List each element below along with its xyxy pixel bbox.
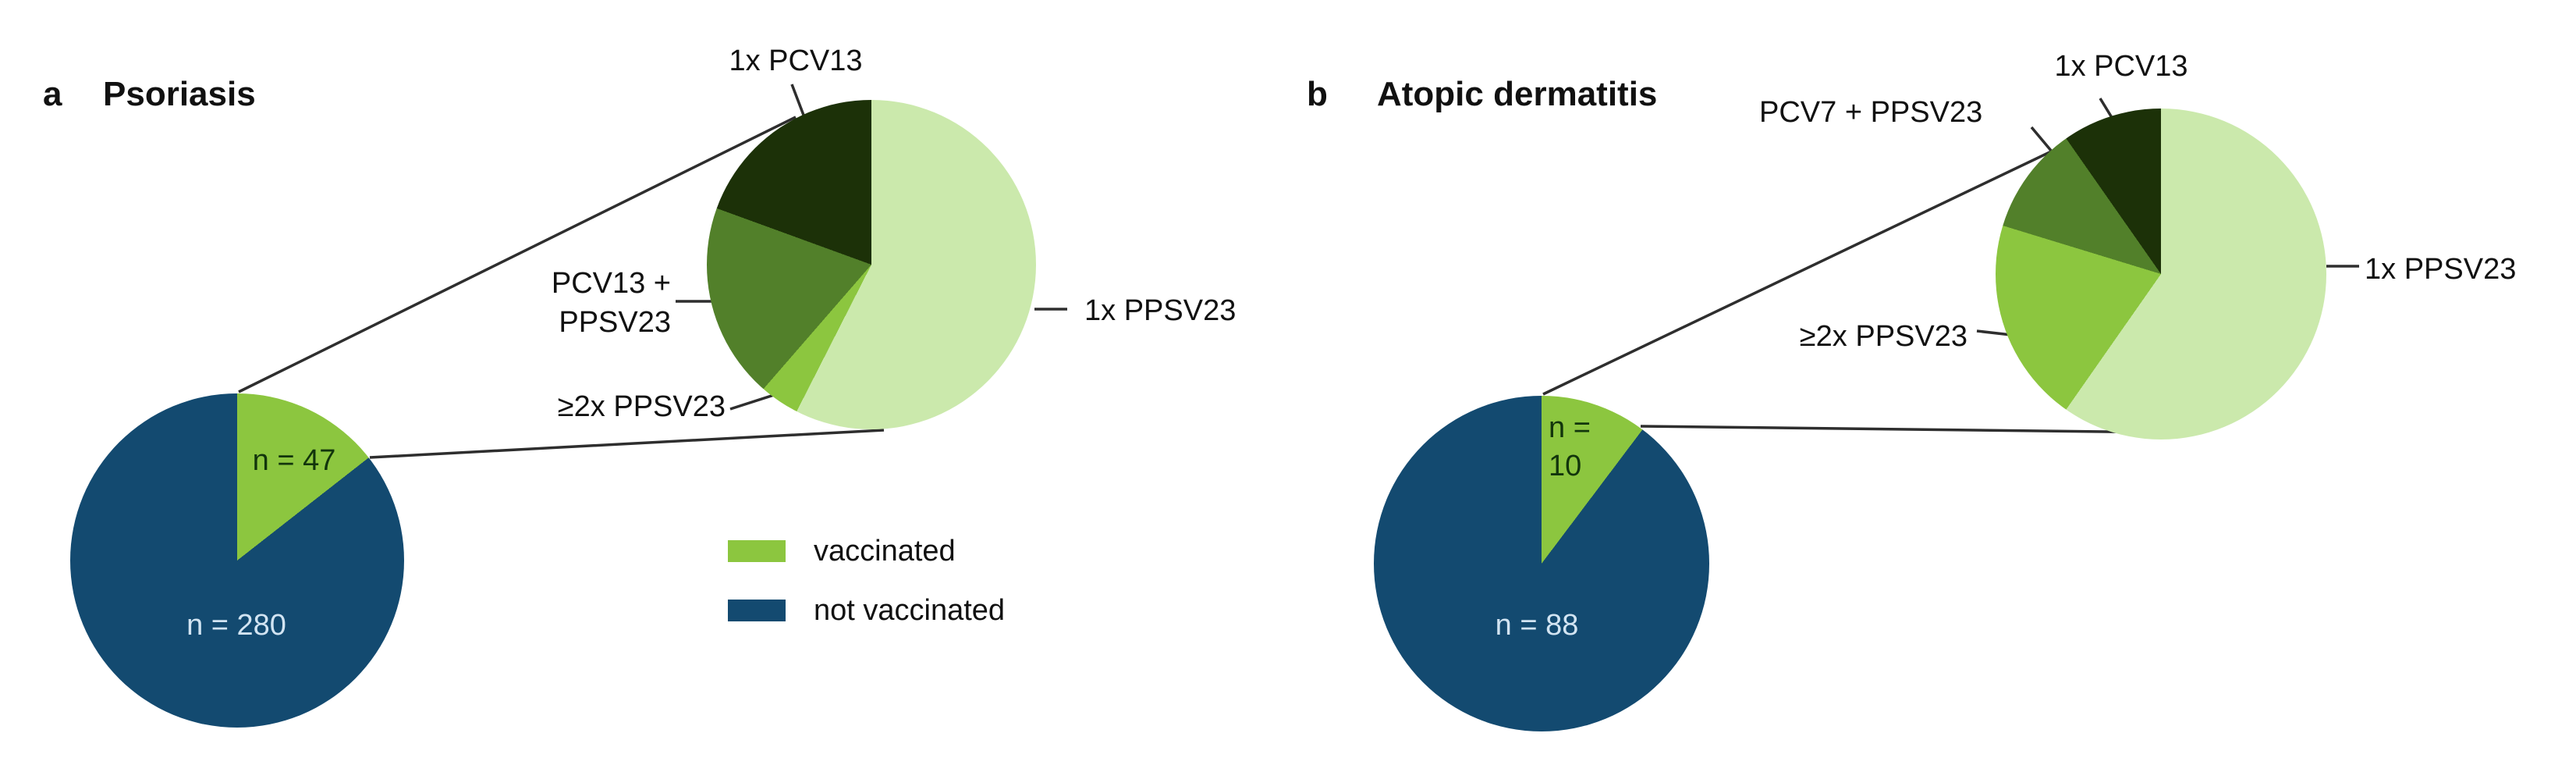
panel-b-detail-pie — [1996, 109, 2326, 439]
panel-a-label-ppsv23: 1x PPSV23 — [1084, 294, 1237, 327]
panel-b-vaccinated-count-line2: 10 — [1549, 450, 1582, 483]
panel-a-lower-explosion-line — [369, 429, 885, 459]
panel-b-combo-leader — [2030, 126, 2053, 153]
legend-not-vaccinated-label: not vaccinated — [814, 594, 1006, 627]
panel-a-not-vaccinated-count: n = 280 — [186, 609, 286, 642]
panel-a-label-pcv13: 1x PCV13 — [729, 44, 863, 77]
panel-b-vaccinated-count: n = 10 — [1549, 409, 1591, 486]
panel-a-label-combo-line2: PPSV23 — [559, 306, 671, 340]
panel-b-vaccinated-count-line1: n = — [1549, 411, 1591, 444]
panel-a-title: Psoriasis — [103, 75, 256, 113]
panel-b-overview-pie — [1374, 396, 1709, 731]
panel-a-label-ge2-ppsv23: ≥2x PPSV23 — [557, 390, 726, 423]
panel-b-label-ge2-ppsv23: ≥2x PPSV23 — [1799, 320, 1967, 353]
panel-a-label-combo: PCV13 + PPSV23 — [476, 264, 671, 342]
panel-b-not-vaccinated-count: n = 88 — [1495, 609, 1579, 642]
panel-a-detail-pie — [707, 100, 1036, 429]
panel-b-upper-explosion-line — [1542, 145, 2062, 396]
legend-vaccinated-label: vaccinated — [814, 535, 956, 568]
panel-a-vaccinated-count: n = 47 — [252, 444, 336, 477]
panel-a-label-combo-line1: PCV13 + — [551, 267, 671, 300]
legend-not-vaccinated-swatch — [728, 600, 786, 621]
panel-b-label-pcv13: 1x PCV13 — [2054, 50, 2188, 83]
panel-a-ge2-leader — [729, 393, 775, 411]
panel-b-title: Atopic dermatitis — [1377, 75, 1658, 113]
panel-a-letter: a — [43, 75, 62, 113]
legend-vaccinated-swatch — [728, 540, 786, 562]
panel-b-lower-explosion-line — [1640, 425, 2173, 434]
panel-b-label-ppsv23: 1x PPSV23 — [2365, 253, 2517, 286]
panel-a-pcv13-leader — [790, 84, 806, 118]
panel-b-label-combo: PCV7 + PPSV23 — [1759, 96, 1983, 129]
panel-b-letter: b — [1307, 75, 1328, 113]
panel-a-overview-pie — [70, 393, 404, 728]
